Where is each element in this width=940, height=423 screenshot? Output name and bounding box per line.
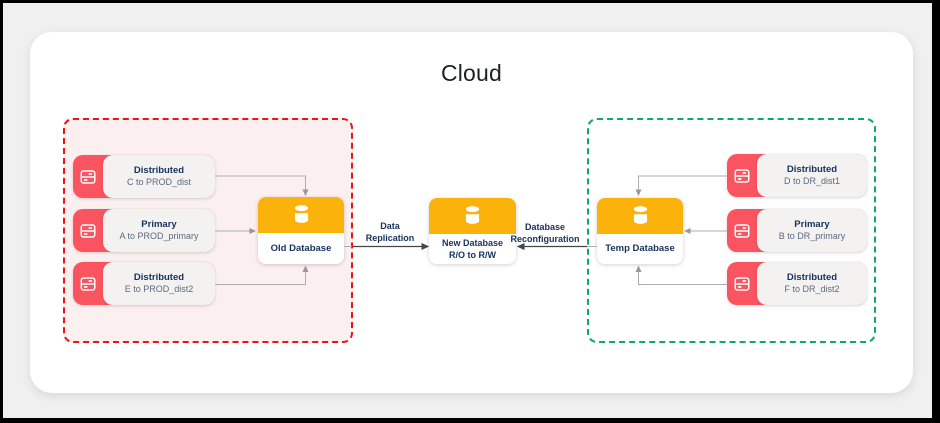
database-node-header xyxy=(429,198,516,234)
database-node-label: Temp Database xyxy=(605,243,675,254)
server-title: Distributed xyxy=(786,272,838,283)
temp-database-node: Temp Database xyxy=(597,198,683,264)
server-card-panel: Distributed E to PROD_dist2 xyxy=(103,262,215,305)
server-subtitle: E to PROD_dist2 xyxy=(124,284,194,294)
database-node-label-area: Old Database xyxy=(258,233,344,264)
database-node-header xyxy=(258,197,344,233)
database-reconfiguration-label-line1: Database xyxy=(524,222,566,232)
data-replication-label: Data Replication xyxy=(350,220,430,244)
server-card-prod-primary-a: Primary A to PROD_primary xyxy=(73,209,215,252)
server-subtitle: F to DR_dist2 xyxy=(784,284,840,294)
server-icon xyxy=(80,170,96,184)
dr-zone-boundary xyxy=(587,118,876,343)
server-card-prod-dist-e: Distributed E to PROD_dist2 xyxy=(73,262,215,305)
database-node-header xyxy=(597,198,683,234)
database-icon xyxy=(294,204,308,223)
database-node-label: Old Database xyxy=(270,242,332,254)
server-subtitle: C to PROD_dist xyxy=(126,177,192,187)
database-node-label: New Database xyxy=(441,238,504,248)
database-reconfiguration-label-line2: Reconfiguration xyxy=(510,234,580,244)
server-card-prod-dist-c: Distributed C to PROD_dist xyxy=(73,155,215,198)
server-card-panel: Distributed C to PROD_dist xyxy=(103,155,215,198)
database-icon xyxy=(633,205,647,224)
server-title: Primary xyxy=(141,219,177,230)
server-title: Distributed xyxy=(133,165,185,176)
server-title: Distributed xyxy=(786,164,838,175)
old-database-node: Old Database xyxy=(258,197,344,264)
data-replication-label-line2: Replication xyxy=(365,233,415,243)
server-card-dr-dist-d: Distributed D to DR_dist1 xyxy=(727,154,867,197)
server-subtitle: D to DR_dist1 xyxy=(783,176,841,186)
data-replication-label-line1: Data xyxy=(380,221,400,231)
database-icon xyxy=(465,205,480,224)
server-title: Primary xyxy=(794,219,830,230)
server-card-panel: Distributed D to DR_dist1 xyxy=(757,154,867,197)
new-database-node: New Database R/O to R/W xyxy=(429,198,516,264)
database-node-label-area: New Database R/O to R/W xyxy=(429,234,516,264)
database-node-mode: R/O to R/W xyxy=(449,250,496,260)
server-icon xyxy=(734,169,750,183)
server-subtitle: B to DR_primary xyxy=(778,231,846,241)
server-icon xyxy=(80,224,96,238)
server-card-dr-primary-b: Primary B to DR_primary xyxy=(727,209,867,252)
server-card-panel: Primary A to PROD_primary xyxy=(103,209,215,252)
server-subtitle: A to PROD_primary xyxy=(119,231,199,241)
server-card-panel: Distributed F to DR_dist2 xyxy=(757,262,867,305)
server-title: Distributed xyxy=(133,272,185,283)
server-icon xyxy=(80,277,96,291)
server-card-dr-dist-f: Distributed F to DR_dist2 xyxy=(727,262,867,305)
server-card-panel: Primary B to DR_primary xyxy=(757,209,867,252)
database-node-label-area: Temp Database xyxy=(597,234,683,264)
server-icon xyxy=(734,224,750,238)
page-title: Cloud xyxy=(440,60,503,86)
server-icon xyxy=(734,277,750,291)
database-reconfiguration-label: Database Reconfiguration xyxy=(503,221,587,245)
